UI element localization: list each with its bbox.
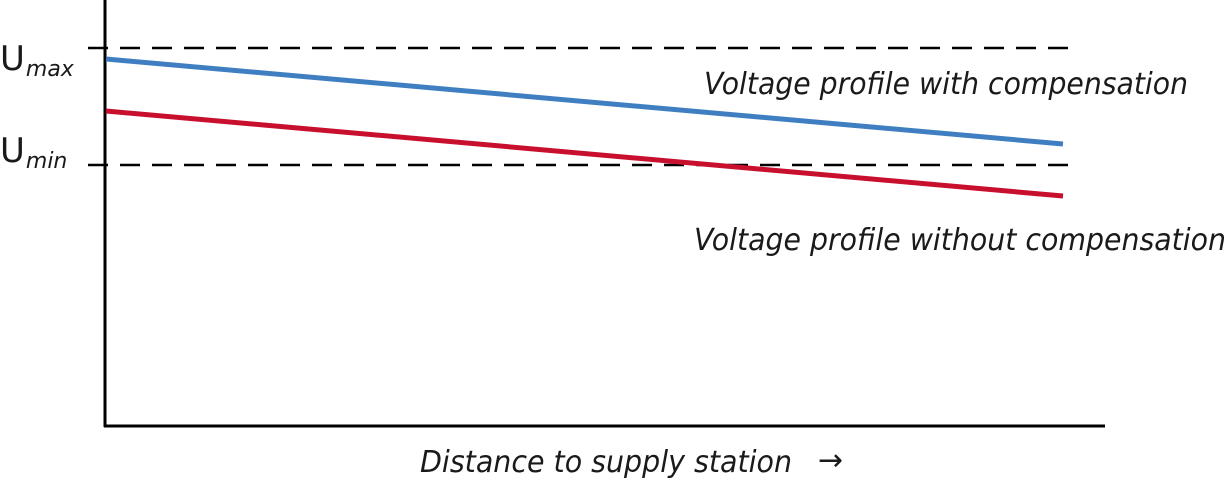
curve-without-compensation [105,108,1064,199]
u-max-base: U [0,39,25,79]
u-min-subscript: min [26,149,68,174]
x-axis-label: Distance to supply station [420,445,792,480]
u-max-subscript: max [26,57,75,82]
x-axis-arrow-icon: → [818,443,843,478]
curve-without-compensation-label: Voltage profile without compensation [694,223,1226,258]
u-max-label: Umax [0,39,75,82]
curve-with-compensation-label: Voltage profile with compensation [704,67,1188,102]
u-min-base: U [0,131,25,171]
u-min-label: Umin [0,131,67,174]
curve-with-compensation [105,56,1064,147]
